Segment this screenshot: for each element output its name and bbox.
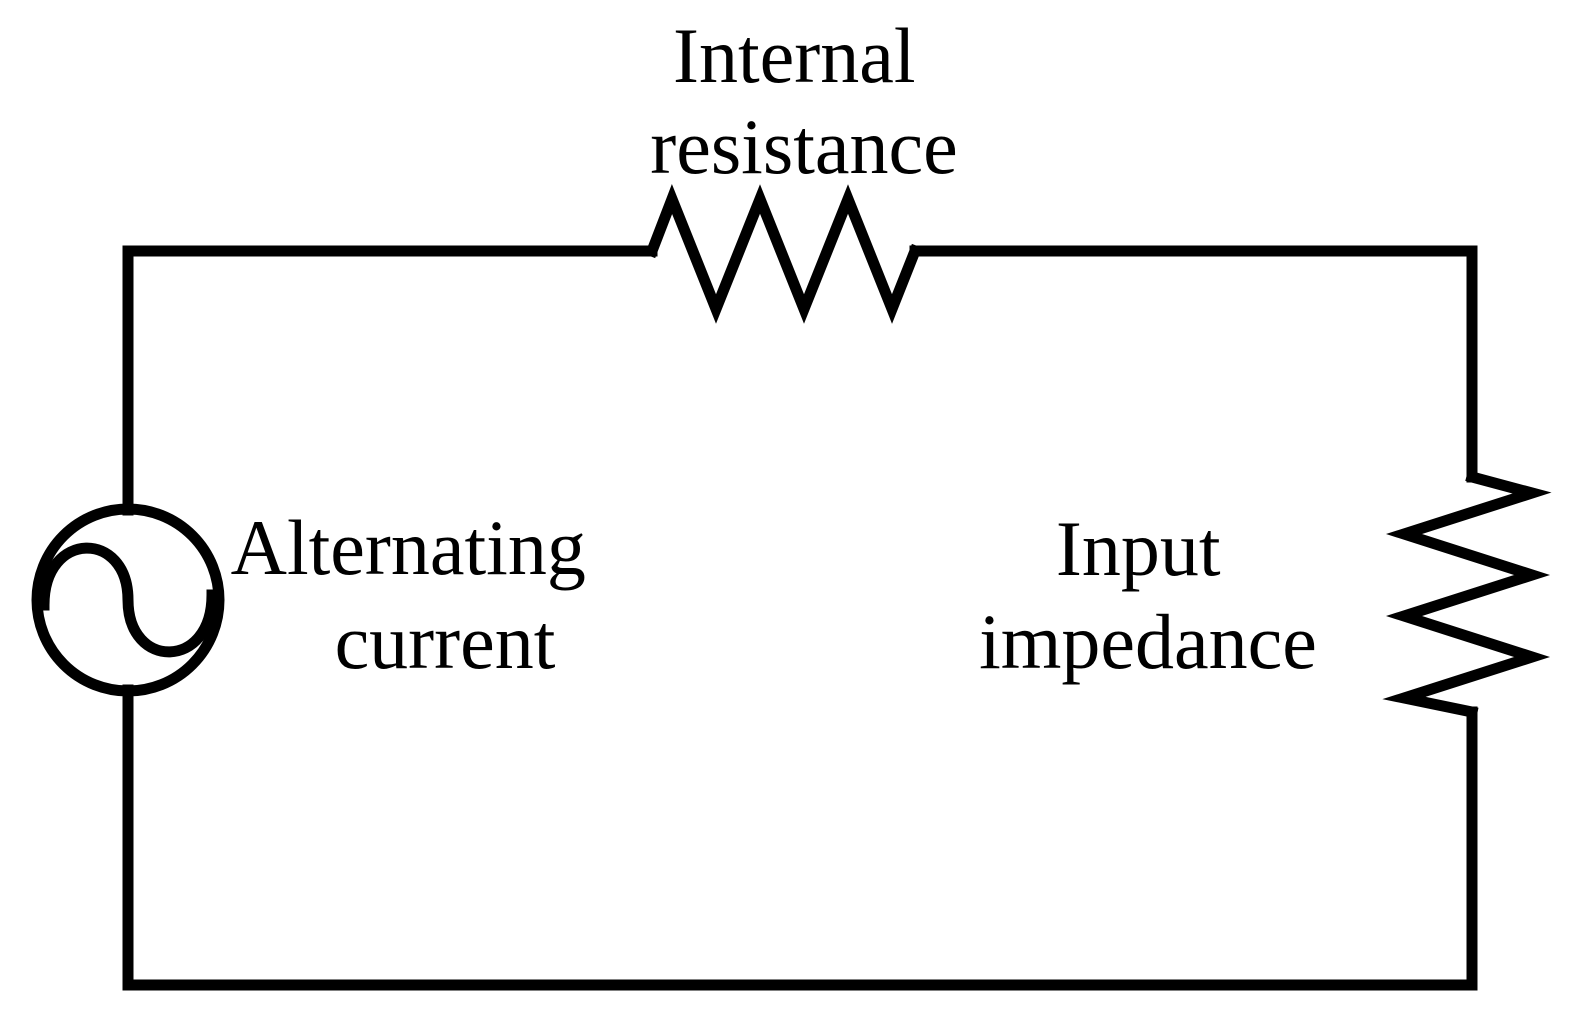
internal-resistance-label-line1: Internal xyxy=(673,12,916,99)
ac-source-label-line2: current xyxy=(335,598,556,685)
ac-sine-wave xyxy=(38,542,218,658)
wire-bottom xyxy=(122,684,1478,991)
input-impedance-label: Input impedance xyxy=(979,505,1317,685)
input-impedance-resistor-icon xyxy=(1382,470,1552,719)
input-impedance-label-line2: impedance xyxy=(979,598,1317,685)
wire-top-left xyxy=(122,245,658,516)
input-impedance-label-line1: Input xyxy=(1056,505,1221,592)
wire-top-right xyxy=(909,245,1478,483)
internal-resistance-resistor-icon xyxy=(644,183,923,324)
ac-source-circle xyxy=(31,503,225,697)
ac-source-label-line1: Alternating xyxy=(231,504,586,591)
internal-resistance-label-line2: resistance xyxy=(650,103,958,190)
ac-source-label: Alternating current xyxy=(231,504,606,685)
internal-resistance-label: Internal resistance xyxy=(650,12,958,190)
circuit-wires xyxy=(122,245,1478,991)
ac-source-icon xyxy=(31,503,225,697)
